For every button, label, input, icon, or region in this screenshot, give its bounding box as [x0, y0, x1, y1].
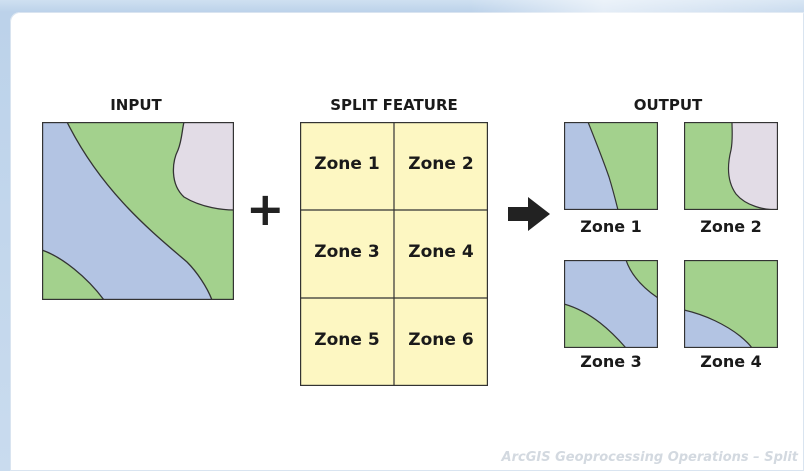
output-zone-3-label: Zone 3: [580, 352, 642, 371]
title-bar-highlight: [470, 0, 804, 14]
caption: ArcGIS Geoprocessing Operations – Split: [501, 450, 798, 465]
split-feature-title: SPLIT FEATURE: [330, 96, 458, 114]
output-zone-1-map: [564, 122, 658, 210]
split-zone-6-label: Zone 6: [408, 330, 474, 350]
split-zone-2-label: Zone 2: [408, 154, 474, 174]
plus-icon: +: [246, 182, 285, 236]
input-title: INPUT: [110, 96, 162, 114]
output-zone-4-map: [684, 260, 778, 348]
output-title: OUTPUT: [633, 96, 703, 114]
output-zone-4-label: Zone 4: [700, 352, 762, 371]
split-feature-grid: [300, 122, 488, 386]
input-map: [42, 122, 234, 300]
split-zone-4-label: Zone 4: [408, 242, 474, 262]
output-zone-3-map: [564, 260, 658, 348]
split-zone-1-label: Zone 1: [314, 154, 380, 174]
arrow-right-icon: [508, 197, 550, 231]
split-zone-3-label: Zone 3: [314, 242, 380, 262]
split-zone-5-label: Zone 5: [314, 330, 380, 350]
output-zone-2-map: [684, 122, 778, 210]
output-zone-1-label: Zone 1: [580, 217, 642, 236]
output-zone-2-label: Zone 2: [700, 217, 762, 236]
